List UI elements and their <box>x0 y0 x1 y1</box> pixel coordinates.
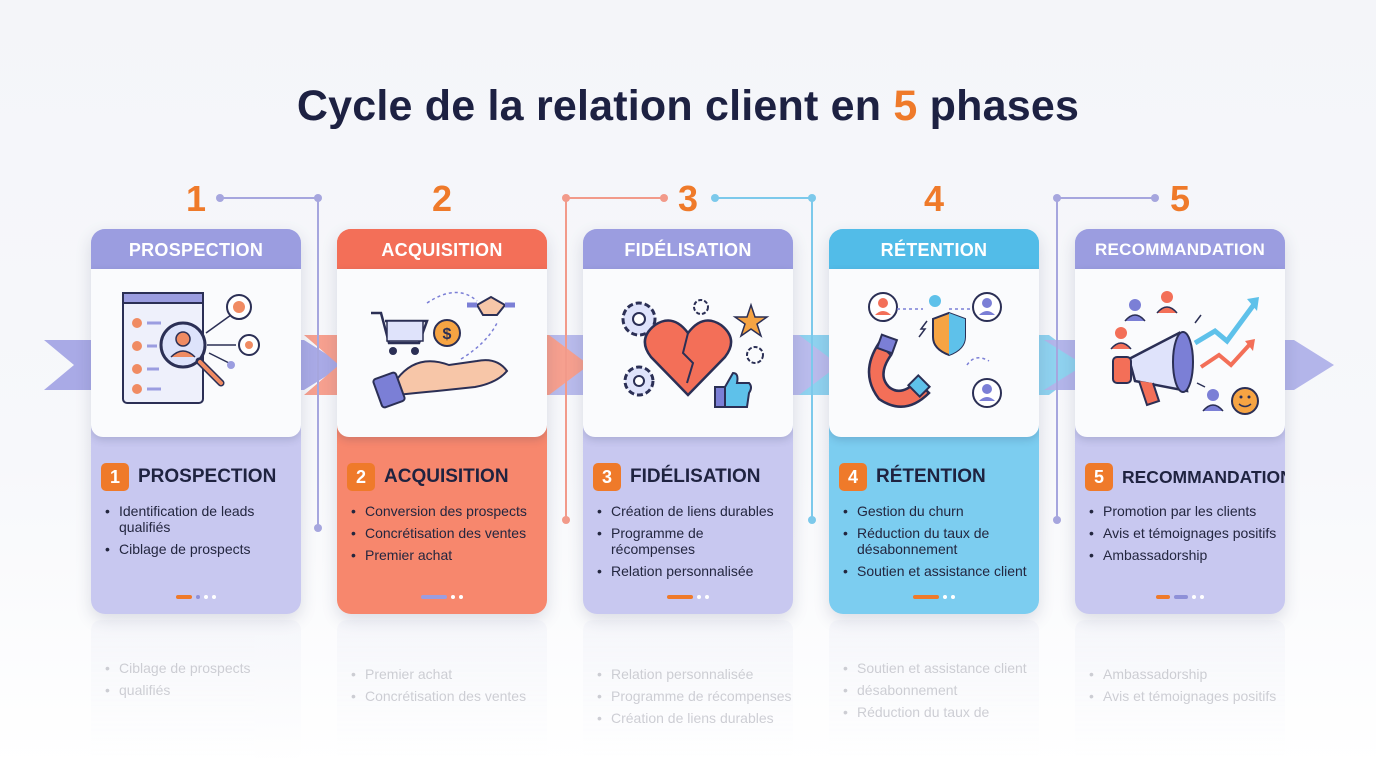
title-text: Cycle de la relation client en <box>296 82 894 130</box>
list-item: Ciblage de prospects <box>105 541 295 557</box>
step-badge: 2 <box>347 463 375 491</box>
reflection-text: qualifiés <box>105 682 251 698</box>
reflection-text: Relation personnalisée <box>597 666 792 682</box>
step-badge: 1 <box>101 463 129 491</box>
reflection-text: Programme de récompenses <box>597 688 792 704</box>
list-item: Premier achat <box>351 547 541 563</box>
item-list: Création de liens durables Programme de … <box>597 503 787 585</box>
phase-card-prospection: PROSPECTION 1 PROSPECTION Identification… <box>91 229 301 614</box>
pager-dots <box>91 588 301 606</box>
card-reflection: Soutien et assistance client désabonnemen… <box>829 620 1039 760</box>
list-item: Promotion par les clients <box>1089 503 1279 519</box>
card-title: RECOMMANDATION <box>1122 466 1285 487</box>
pager-dots <box>337 588 547 606</box>
megaphone-growth-icon <box>1110 291 1259 415</box>
reflection-text: Avis et témoignages positifs <box>1089 688 1276 704</box>
list-item: Soutien et assistance client <box>843 563 1033 579</box>
list-item: Création de liens durables <box>597 503 787 519</box>
illustration <box>1075 269 1285 437</box>
pager-dots <box>583 588 793 606</box>
reflection-text: Premier achat <box>351 666 526 682</box>
card-subtitle: 1 PROSPECTION <box>101 463 276 491</box>
card-title: ACQUISITION <box>384 466 509 487</box>
card-title: FIDÉLISATION <box>630 466 761 487</box>
pager-dots <box>829 588 1039 606</box>
card-header: FIDÉLISATION <box>583 229 793 269</box>
card-header: RECOMMANDATION <box>1075 229 1285 269</box>
phase-card-recommandation: RECOMMANDATION 5 RECOMMANDATION Promotio… <box>1075 229 1285 614</box>
phase-number-2: 2 <box>431 178 453 219</box>
item-list: Identification de leads qualifiés Ciblag… <box>105 503 295 563</box>
card-header: RÉTENTION <box>829 229 1039 269</box>
page-title: Cycle de la relation client en 5 phases <box>0 82 1376 131</box>
card-title: RÉTENTION <box>876 466 986 487</box>
card-title: PROSPECTION <box>138 466 277 487</box>
phase-number-5: 5 <box>1169 178 1191 219</box>
list-item: Programme de récompenses <box>597 525 787 557</box>
list-item: Avis et témoignages positifs <box>1089 525 1279 541</box>
card-header: PROSPECTION <box>91 229 301 269</box>
reflection-text: Ambassadorship <box>1089 666 1276 682</box>
phase-number-1: 1 <box>185 178 207 219</box>
magnifier-lead-icon <box>122 292 260 404</box>
reflection-text: Réduction du taux de <box>843 704 1027 720</box>
step-badge: 3 <box>593 463 621 491</box>
reflection-text: Soutien et assistance client <box>843 660 1027 676</box>
phase-number-4: 4 <box>923 178 945 219</box>
card-header: ACQUISITION <box>337 229 547 269</box>
title-text-end: phases <box>917 82 1080 130</box>
list-item: Ambassadorship <box>1089 547 1279 563</box>
illustration <box>829 269 1039 437</box>
magnet-shield-icon <box>867 292 1002 408</box>
card-subtitle: 4 RÉTENTION <box>839 463 986 491</box>
illustration <box>91 269 301 437</box>
pager-dots <box>1075 588 1285 606</box>
card-reflection: Ciblage de prospects qualifiés <box>91 620 301 760</box>
phase-number-3: 3 <box>677 178 699 219</box>
phase-card-fidelisation: FIDÉLISATION 3 FIDÉLISATION Création de … <box>583 229 793 614</box>
list-item: Conversion des prospects <box>351 503 541 519</box>
item-list: Conversion des prospects Concrétisation … <box>351 503 541 569</box>
list-item: Identification de leads qualifiés <box>105 503 295 535</box>
item-list: Gestion du churn Réduction du taux de dé… <box>843 503 1033 585</box>
illustration <box>583 269 793 437</box>
list-item: Gestion du churn <box>843 503 1033 519</box>
card-subtitle: 3 FIDÉLISATION <box>593 463 761 491</box>
card-reflection: Premier achatConcrétisation des ventes <box>337 620 547 760</box>
phase-card-acquisition: ACQUISITION $ 2 ACQUISITION Conversion d… <box>337 229 547 614</box>
reflection-text: Ciblage de prospects <box>105 660 251 676</box>
step-badge: 5 <box>1085 463 1113 491</box>
card-subtitle: 5 RECOMMANDATION <box>1085 463 1285 491</box>
heart-gears-icon <box>621 299 770 408</box>
list-item: Concrétisation des ventes <box>351 525 541 541</box>
svg-text:$: $ <box>443 326 452 343</box>
step-badge: 4 <box>839 463 867 491</box>
phase-card-retention: RÉTENTION 4 RÉTENTION Gestion du churn R… <box>829 229 1039 614</box>
cart-money-hand-icon: $ <box>371 291 515 409</box>
item-list: Promotion par les clients Avis et témoig… <box>1089 503 1279 569</box>
reflection-text: désabonnement <box>843 682 1027 698</box>
card-reflection: Relation personnaliséeProgramme de récom… <box>583 620 793 760</box>
reflection-text: Création de liens durables <box>597 710 792 726</box>
illustration: $ <box>337 269 547 437</box>
list-item: Relation personnalisée <box>597 563 787 579</box>
title-number: 5 <box>893 82 918 130</box>
reflection-text: Concrétisation des ventes <box>351 688 526 704</box>
card-reflection: AmbassadorshipAvis et témoignages positi… <box>1075 620 1285 760</box>
list-item: Réduction du taux de désabonnement <box>843 525 1033 557</box>
card-subtitle: 2 ACQUISITION <box>347 463 509 491</box>
